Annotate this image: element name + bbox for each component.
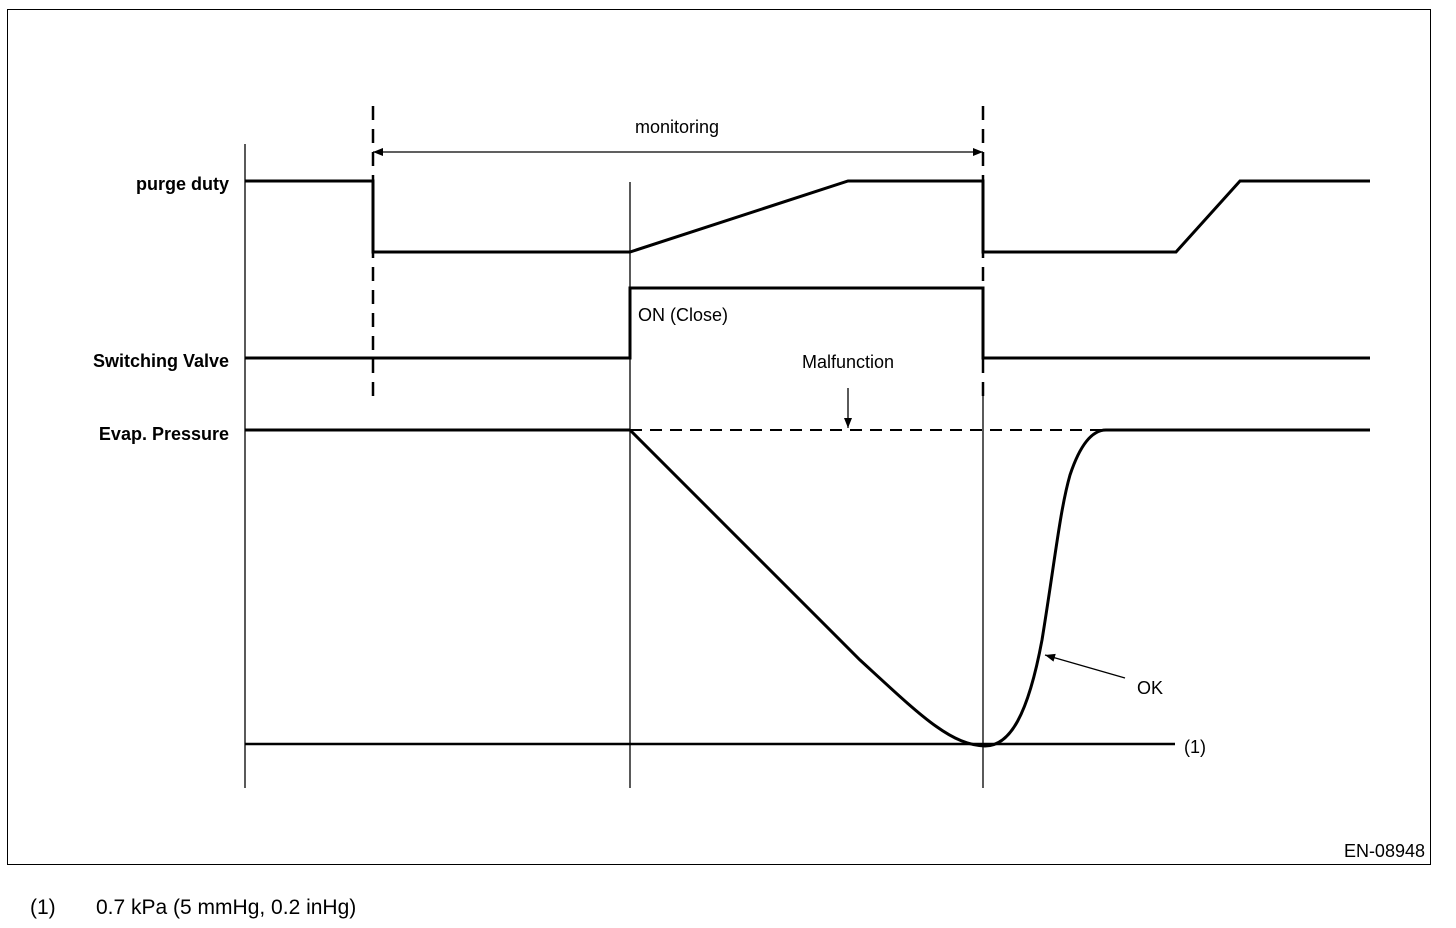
figure-id: EN-08948 — [1344, 841, 1425, 861]
footnote-text: 0.7 kPa (5 mmHg, 0.2 inHg) — [96, 896, 357, 919]
monitoring-label: monitoring — [635, 117, 719, 137]
switching-valve-label: Switching Valve — [93, 351, 229, 371]
purge-duty-waveform — [245, 179, 1370, 254]
ok-label: OK — [1137, 678, 1163, 698]
ok-arrow — [1044, 653, 1126, 679]
purge-duty-label: purge duty — [136, 174, 229, 194]
footnote-number: (1) — [30, 896, 56, 919]
evap-pressure-label: Evap. Pressure — [99, 424, 229, 444]
malfunction-label: Malfunction — [802, 352, 894, 372]
footnote: (1) 0.7 kPa (5 mmHg, 0.2 inHg) — [30, 896, 356, 920]
evap-pressure-ok-curve — [628, 428, 1370, 748]
on-close-label: ON (Close) — [638, 305, 728, 325]
diagram-frame — [7, 9, 1431, 865]
threshold-ref-label: (1) — [1184, 737, 1206, 757]
switching-valve-waveform — [245, 286, 1370, 360]
